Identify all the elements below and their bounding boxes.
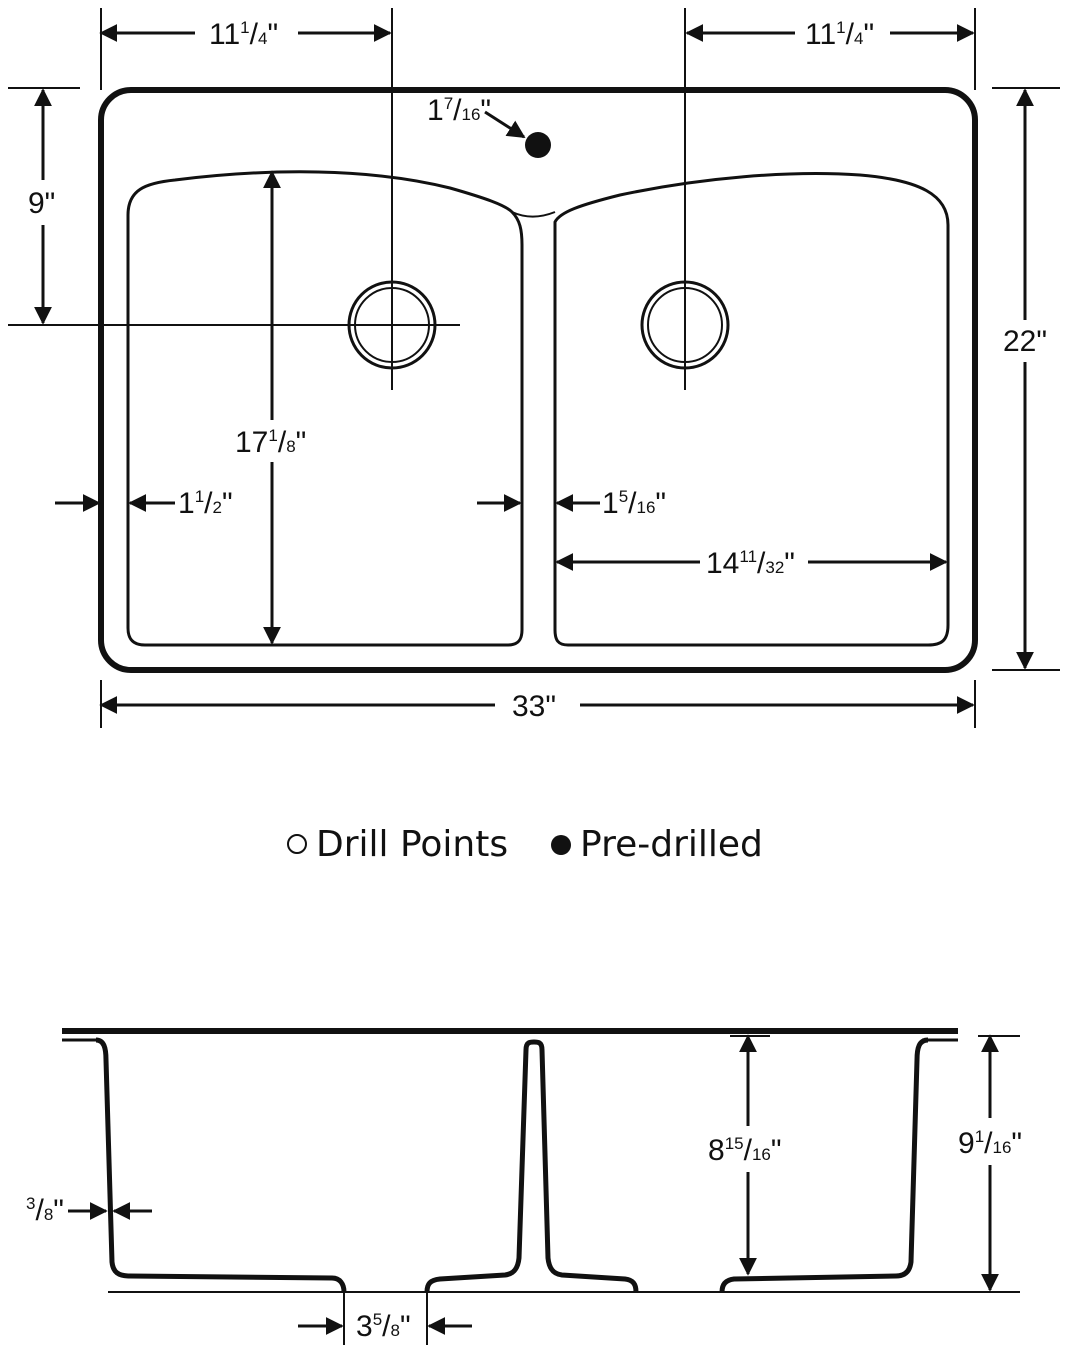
legend: Drill Points Pre-drilled [287, 824, 763, 865]
svg-text:111/4": 111/4" [209, 18, 278, 51]
svg-text:815/16": 815/16" [708, 1134, 782, 1167]
svg-text:1411/32": 1411/32" [706, 547, 795, 580]
legend-pre-drilled: Pre-drilled [580, 824, 763, 865]
svg-text:15/16": 15/16" [602, 487, 666, 520]
svg-text:171/8": 171/8" [235, 426, 306, 459]
svg-text:17/16": 17/16" [427, 94, 491, 127]
dim-wall: 3/8" [26, 1194, 152, 1227]
sink-outline [98, 87, 978, 673]
svg-text:3/8": 3/8" [26, 1194, 64, 1227]
dim-bowl-depth: 815/16" [708, 1034, 782, 1276]
dim-bowl-length: 171/8" [235, 170, 306, 645]
dim-divider: 15/16" [477, 487, 666, 520]
dim-drain-gap: 35/8" [298, 1310, 472, 1343]
pre-drilled-hole [525, 132, 551, 158]
svg-text:35/8": 35/8" [356, 1310, 411, 1343]
dim-left-hole-offset: 111/4" [99, 18, 392, 51]
svg-text:33": 33" [512, 690, 556, 723]
legend-drill-points: Drill Points [316, 824, 508, 865]
svg-text:9": 9" [28, 187, 55, 220]
dim-side-rim: 11/2" [55, 487, 233, 520]
dim-right-hole-offset: 111/4" [685, 18, 975, 51]
left-bowl-profile [95, 1037, 347, 1293]
dim-drain-from-back: 9" [28, 88, 55, 325]
top-view: 111/4" 111/4" 17/16" 9" 22" [8, 8, 1060, 728]
dim-predrilled: 17/16" [427, 94, 526, 139]
drill-point-legend-icon [287, 834, 307, 854]
right-bowl-profile [719, 1037, 929, 1293]
svg-text:11/2": 11/2" [178, 487, 233, 520]
pre-drilled-legend-icon [551, 835, 571, 855]
dim-bowl-width: 1411/32" [555, 547, 948, 580]
dim-total-height: 91/16" [958, 1034, 1022, 1292]
dim-depth: 22" [1003, 88, 1047, 670]
divider-profile [424, 1039, 639, 1293]
divider-top [511, 211, 556, 218]
svg-text:91/16": 91/16" [958, 1127, 1022, 1160]
svg-text:22": 22" [1003, 325, 1047, 358]
left-bowl-outline [126, 170, 524, 647]
right-bowl-outline [553, 172, 950, 647]
side-view: 3/8" 815/16" 91/16" 35/8" [26, 1028, 1022, 1345]
dim-width: 33" [99, 690, 975, 723]
svg-text:111/4": 111/4" [805, 18, 874, 51]
